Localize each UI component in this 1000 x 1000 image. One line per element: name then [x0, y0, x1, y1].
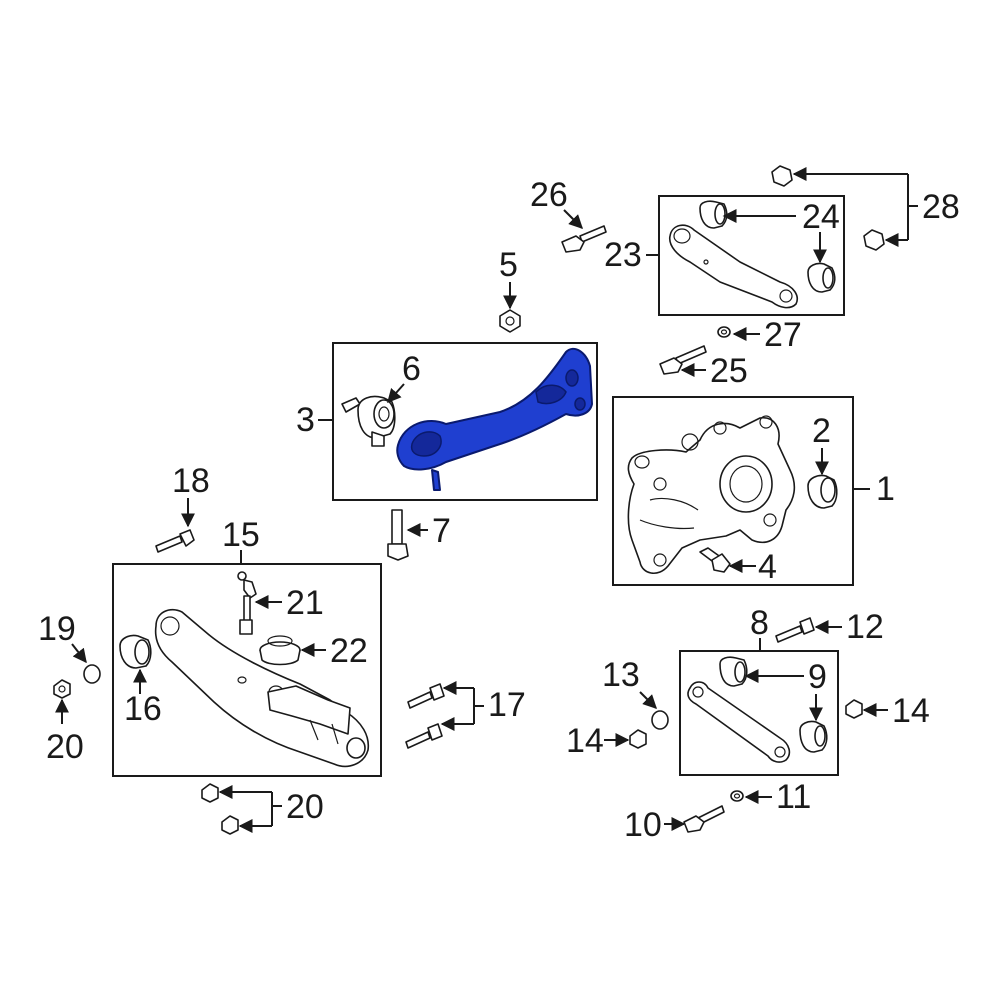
- nut-28-lower[interactable]: [863, 229, 885, 251]
- nut-14-left[interactable]: [629, 729, 647, 749]
- nut-20-bottom-upper[interactable]: [201, 783, 219, 803]
- callout-19: 19: [38, 610, 76, 648]
- callout-4: 4: [758, 548, 777, 586]
- callout-26: 26: [530, 176, 568, 214]
- lateral-link-8[interactable]: [687, 681, 791, 763]
- group-box-3: [332, 342, 598, 501]
- callout-15: 15: [222, 516, 260, 554]
- bushing-9-lower[interactable]: [799, 720, 828, 753]
- upper-arm-23[interactable]: [668, 224, 798, 309]
- callout-18: 18: [172, 462, 210, 500]
- washer-11[interactable]: [730, 790, 744, 802]
- bushing-2[interactable]: [807, 474, 838, 509]
- callout-1: 1: [876, 470, 895, 508]
- nut-20-bottom-lower[interactable]: [221, 815, 239, 835]
- callout-8: 8: [750, 604, 769, 642]
- bushing-6[interactable]: [341, 395, 396, 447]
- nut-28-upper[interactable]: [771, 165, 793, 187]
- callout-13: 13: [602, 656, 640, 694]
- bolt-18[interactable]: [155, 529, 195, 553]
- callout-5: 5: [499, 246, 518, 284]
- bumper-22[interactable]: [259, 635, 301, 666]
- stabilizer-link-21[interactable]: [237, 571, 257, 635]
- bushing-9-upper[interactable]: [719, 656, 748, 687]
- nut-14-right[interactable]: [845, 699, 863, 719]
- callout-20-left: 20: [46, 728, 84, 766]
- bushing-24-lower[interactable]: [807, 262, 836, 293]
- washer-13[interactable]: [651, 710, 669, 730]
- callout-20-bottom: 20: [286, 788, 324, 826]
- callout-12: 12: [846, 608, 884, 646]
- lower-arm-15[interactable]: [154, 608, 370, 768]
- callout-10: 10: [624, 806, 662, 844]
- bolt-10[interactable]: [683, 805, 725, 833]
- callout-7: 7: [432, 512, 451, 550]
- bolt-25[interactable]: [659, 345, 707, 375]
- bolt-7[interactable]: [387, 509, 409, 561]
- bushing-24-upper[interactable]: [699, 200, 728, 229]
- callout-6: 6: [402, 350, 421, 388]
- callout-24: 24: [802, 198, 840, 236]
- bolt-4[interactable]: [699, 547, 731, 573]
- bolt-17-lower[interactable]: [405, 723, 443, 749]
- callout-28: 28: [922, 188, 960, 226]
- callout-25: 25: [710, 352, 748, 390]
- callout-16: 16: [124, 690, 162, 728]
- group-box-1: [612, 396, 854, 586]
- nut-20-left[interactable]: [53, 679, 71, 699]
- bolt-17-upper[interactable]: [407, 683, 445, 709]
- callout-23: 23: [604, 236, 642, 274]
- callout-9: 9: [808, 658, 827, 696]
- callout-14-left: 14: [566, 722, 604, 760]
- washer-19[interactable]: [83, 664, 101, 684]
- callout-14-right: 14: [892, 692, 930, 730]
- washer-27[interactable]: [717, 326, 731, 338]
- knuckle-1[interactable]: [627, 415, 796, 574]
- trailing-arm-highlighted[interactable]: [396, 347, 593, 491]
- callout-11: 11: [776, 778, 811, 816]
- callout-22: 22: [330, 632, 368, 670]
- bushing-16[interactable]: [119, 634, 152, 669]
- callout-17: 17: [488, 686, 526, 724]
- callout-3: 3: [296, 401, 315, 439]
- callout-21: 21: [286, 584, 324, 622]
- callout-2: 2: [812, 412, 831, 450]
- bolt-26[interactable]: [561, 225, 607, 253]
- group-box-15: [112, 563, 382, 777]
- nut-5[interactable]: [499, 309, 521, 333]
- bolt-12[interactable]: [775, 617, 815, 643]
- callout-27: 27: [764, 316, 802, 354]
